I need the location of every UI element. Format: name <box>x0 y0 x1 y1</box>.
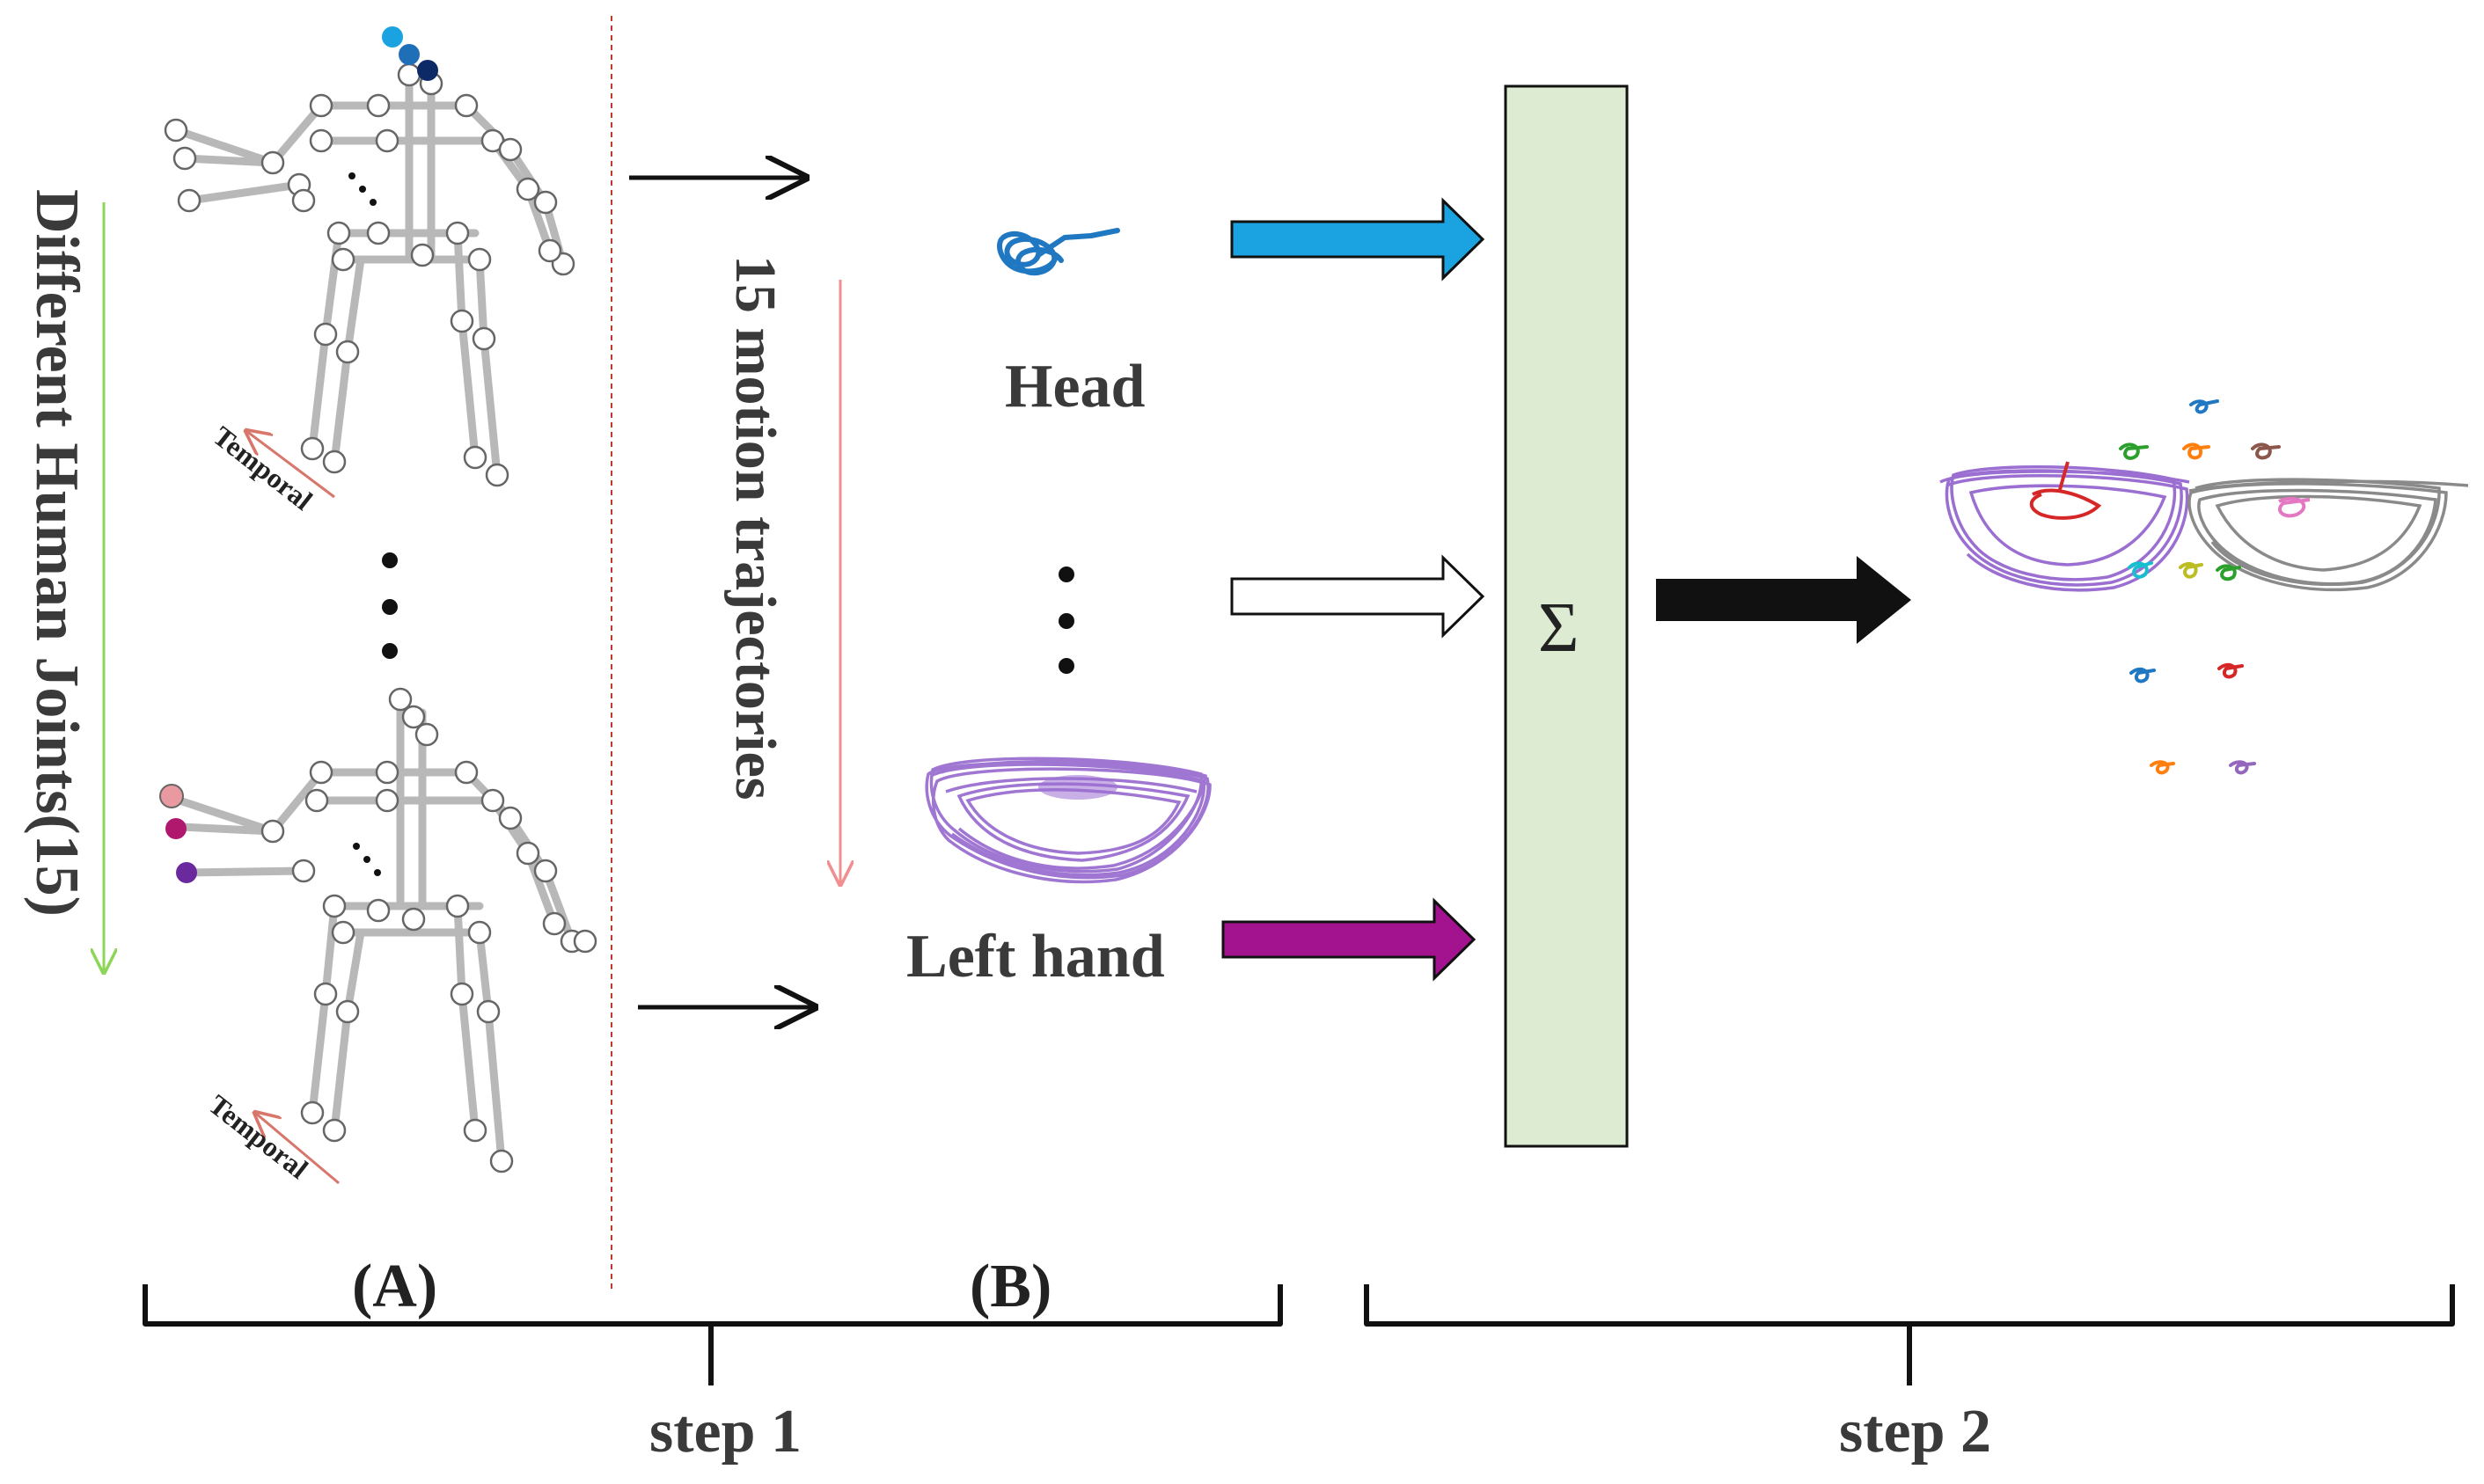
left-hand-trajectory-center <box>1038 775 1117 800</box>
head-joint-markers <box>382 26 438 81</box>
sum-box <box>1504 84 1629 1148</box>
combined-trajectories <box>1939 399 2469 775</box>
temporal-arrow-top <box>246 431 335 499</box>
step1-brace <box>143 1284 1283 1385</box>
middle-arrow <box>1230 554 1485 639</box>
step2-label: step 2 <box>1839 1398 1991 1466</box>
combined-small-markers <box>2119 399 2281 775</box>
step2-brace <box>1364 1284 2455 1385</box>
head-trajectory <box>997 228 1120 276</box>
hand-joint-markers <box>159 784 197 883</box>
trajectories-axis-label: 15 motion trajectories <box>723 255 788 800</box>
trajectory-ellipsis <box>1059 567 1074 674</box>
head-arrow <box>1230 197 1485 281</box>
joints-axis-label: Different Human Joints(15) <box>23 189 91 917</box>
output-arrow <box>1656 556 1911 644</box>
temporal-arrow-bottom <box>255 1113 340 1185</box>
combined-right-loop <box>2187 478 2469 592</box>
skeleton-ellipsis <box>382 552 398 659</box>
skeleton-bottom <box>170 695 576 1166</box>
left-hand-arrow <box>1221 897 1476 982</box>
skeleton-top <box>172 70 568 479</box>
head-label: Head <box>1005 353 1146 420</box>
skeleton-bottom-joints <box>260 687 597 1173</box>
skeleton-bottom-ellipsis <box>353 843 381 876</box>
combined-left-loop <box>1939 464 2190 592</box>
step1-label: step 1 <box>649 1398 802 1466</box>
sum-symbol: Σ <box>1538 589 1579 667</box>
panel-a-label: (A) <box>352 1253 437 1320</box>
combined-pink-scribble <box>2278 496 2311 518</box>
skeleton-top-ellipsis <box>348 172 377 206</box>
left-hand-label: Left hand <box>906 923 1165 991</box>
temporal-label-top: Temporal <box>208 420 319 516</box>
temporal-label-bottom: Temporal <box>203 1088 314 1185</box>
skeleton-top-joints <box>164 62 575 487</box>
combined-red-scribble <box>2029 461 2102 520</box>
panel-b-label: (B) <box>970 1253 1051 1320</box>
